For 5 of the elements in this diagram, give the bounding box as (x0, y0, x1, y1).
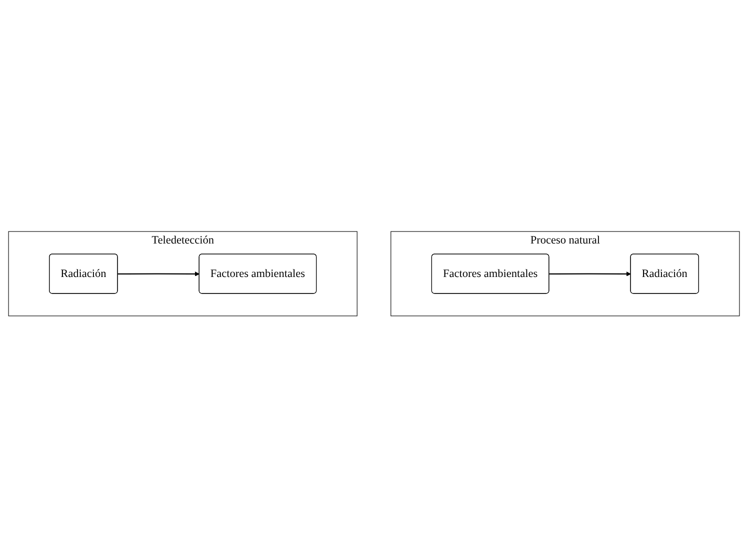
cluster (8, 232, 358, 316)
flowchart-drawing: Teledetección Radiación Factores ambientales Proceso natural Factores ambientales Radiación (4, 227, 744, 321)
cluster (390, 232, 740, 316)
arrow (549, 272, 631, 277)
arrow (118, 272, 200, 277)
